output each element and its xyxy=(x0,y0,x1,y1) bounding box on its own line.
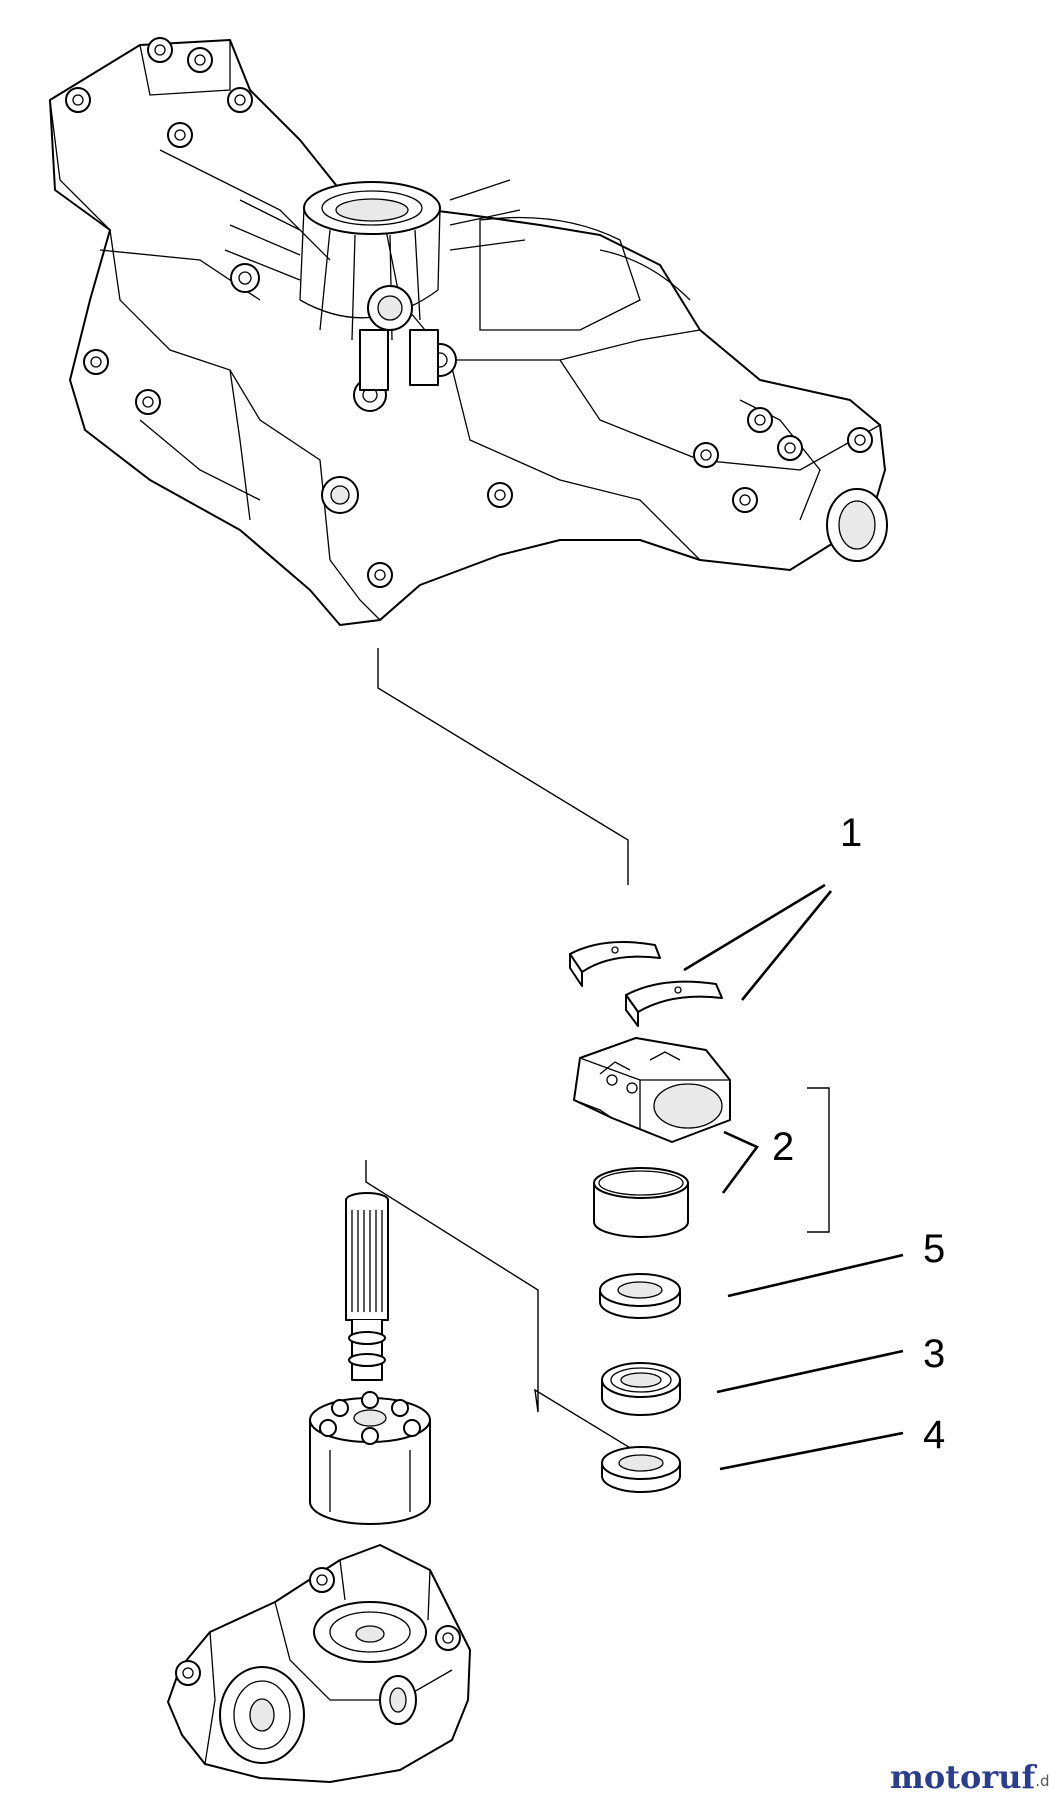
callout-4: 4 xyxy=(923,1413,945,1457)
callout-1: 1 xyxy=(840,811,862,855)
watermark-brand: motoruf xyxy=(890,1758,1037,1796)
pump-cylinder-block xyxy=(309,1391,431,1525)
svg-text:motoruf.de: motoruf.de xyxy=(890,1758,1049,1796)
part-3-seal xyxy=(601,1362,681,1416)
housing-bolt-bosses xyxy=(65,37,873,588)
part-2-bushing-ring xyxy=(593,1167,689,1238)
callout-2: 2 xyxy=(772,1125,794,1169)
center-section-housing xyxy=(167,1544,471,1783)
part-2-swashplate xyxy=(573,1037,731,1143)
callout-3: 3 xyxy=(923,1332,945,1376)
callout-5: 5 xyxy=(923,1227,945,1271)
part-1-bearing-shells xyxy=(569,941,723,1027)
motoruf-watermark-logo: motoruf.de xyxy=(890,1758,1049,1796)
part-4-washer xyxy=(601,1446,681,1493)
pump-shaft xyxy=(345,1192,389,1381)
part-5-washer xyxy=(599,1273,681,1319)
watermark-suffix: .de xyxy=(1035,1772,1049,1790)
transaxle-housing-upper xyxy=(49,37,888,626)
